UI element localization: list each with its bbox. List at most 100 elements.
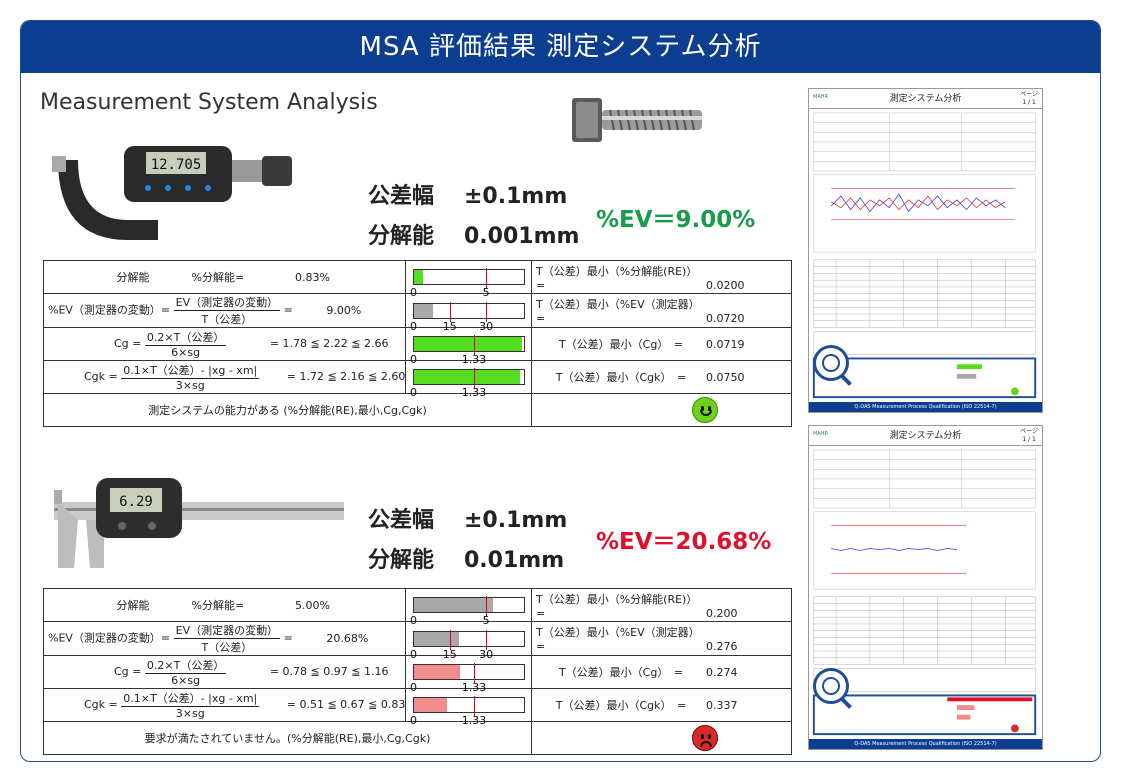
t-ev-label: T（公差）最小（%EV（測定器）= — [536, 298, 700, 325]
tick-label: 0 — [410, 353, 417, 366]
ev-fraction: EV（測定器の変動）T（公差） — [173, 296, 281, 326]
cg-bar: 0 1.33 — [410, 335, 525, 366]
ev-pct-value: 9.00% — [326, 303, 362, 317]
table-row: Cg = 0.2×T（公差）6×sg = 0.78 ≦ 0.97 ≦ 1.16 … — [43, 655, 792, 694]
page-title: MSA 評価結果 測定システム分析 — [21, 21, 1100, 73]
cg-range: = 1.78 ≦ 2.22 ≦ 2.66 — [269, 337, 389, 350]
t-res-value: 0.0200 — [706, 278, 745, 292]
happy-face-icon — [692, 397, 718, 423]
tick-label: 1.33 — [461, 714, 487, 727]
tolerance-value: ±0.1mm — [464, 184, 568, 209]
table-row: 要求が満たされていません。(%分解能(RE),最小,Cg,Cgk) — [43, 721, 792, 755]
conclusion-text: 要求が満たされていません。(%分解能(RE),最小,Cg,Cgk) — [144, 732, 431, 745]
cg-fraction: 0.2×T（公差）6×sg — [144, 331, 227, 359]
tolerance-value: ±0.1mm — [464, 508, 568, 533]
ev-bar-fill — [413, 303, 434, 318]
thumbnail-footer: Q-DAS Measurement Process Qualification … — [809, 402, 1042, 412]
ev-row-label: %EV（測定器の変動）= — [48, 303, 171, 317]
ev-bar-fill — [413, 631, 459, 646]
tolerance-label: 公差幅 — [368, 184, 435, 209]
brand-logo: MAHR — [813, 431, 828, 437]
t-cgk-label: T（公差）最小（Cgk） = — [555, 699, 687, 712]
limit-line — [486, 596, 488, 616]
t-cg-value: 0.0719 — [706, 338, 745, 351]
table-row: 分解能 %分解能= 0.83% 0 5 T（公差）最小（%分解能(RE)）=0.… — [43, 260, 792, 299]
thumbnail-footer: Q-DAS Measurement Process Qualification … — [809, 739, 1042, 749]
limit-line — [486, 268, 488, 288]
cg-bar-fill — [413, 337, 523, 351]
cgk-range: = 1.72 ≦ 2.16 ≦ 2.60 — [286, 370, 406, 383]
tick-label: 0 — [410, 386, 417, 399]
thumbnail-title: 測定システム分析 — [809, 89, 1042, 109]
pct-resolution-label: %分解能= — [191, 271, 245, 284]
cgk-bar: 0 1.33 — [410, 696, 525, 727]
tick-label: 1.33 — [461, 681, 487, 694]
limit-line — [486, 301, 488, 322]
magnifier-icon[interactable] — [813, 668, 849, 704]
micrometer-image: 12.705 — [52, 146, 292, 240]
results-table-2: 分解能 %分解能= 5.00% 0 5 T（公差）最小（%分解能(RE)）=0.… — [43, 588, 792, 755]
cg-bar: 0 1.33 — [410, 663, 525, 694]
cgk-range: = 0.51 ≦ 0.67 ≦ 0.83 — [286, 698, 406, 711]
thumbnail-body — [812, 449, 1037, 736]
tick-label: 1.33 — [461, 386, 487, 399]
table-row: Cgk = 0.1×T（公差）- |xg - xm|3×sg = 1.72 ≦ … — [43, 360, 792, 399]
t-cg-label: T（公差）最小（Cg） = — [558, 338, 684, 351]
cgk-fraction: 0.1×T（公差）- |xg - xm|3×sg — [121, 364, 260, 392]
cgk-symbol: Cgk = — [84, 370, 118, 383]
bolt-image — [572, 98, 702, 142]
t-res-label: T（公差）最小（%分解能(RE)）= — [536, 592, 698, 620]
results-table-1: 分解能 %分解能= 0.83% 0 5 T（公差）最小（%分解能(RE)）=0.… — [43, 260, 792, 427]
subtitle: Measurement System Analysis — [40, 90, 378, 115]
table-row: 分解能 %分解能= 5.00% 0 5 T（公差）最小（%分解能(RE)）=0.… — [43, 588, 792, 627]
resolution-bar: 0 5 — [410, 268, 525, 299]
cg-symbol: Cg = — [114, 665, 142, 678]
table-row: %EV（測定器の変動）= EV（測定器の変動）T（公差） = 9.00% 0 1… — [43, 293, 792, 333]
sad-face-icon — [692, 725, 718, 751]
limit-line — [449, 629, 451, 650]
resolution-bar-fill — [413, 598, 493, 612]
limit-line — [449, 301, 451, 322]
limit-line — [474, 368, 475, 388]
limit-line — [474, 663, 475, 683]
pct-resolution-value: 5.00% — [295, 599, 330, 612]
tick-label: 0 — [410, 286, 417, 299]
conclusion-text: 測定システムの能力がある (%分解能(RE),最小,Cg,Cgk) — [148, 404, 427, 417]
cg-symbol: Cg = — [114, 337, 142, 350]
ev-row-label: %EV（測定器の変動）= — [48, 631, 171, 645]
cg-bar-fill — [413, 665, 460, 679]
tick-label: 0 — [410, 319, 417, 333]
cgk-bar: 0 1.33 — [410, 368, 525, 399]
limit-line — [474, 696, 475, 716]
table-row: Cgk = 0.1×T（公差）- |xg - xm|3×sg = 0.51 ≦ … — [43, 688, 792, 727]
tick-label: 1.33 — [461, 353, 487, 366]
resolution-value: 0.01mm — [464, 548, 565, 573]
tick-label: 0 — [410, 714, 417, 727]
brand-logo: MAHR — [813, 94, 828, 100]
cg-fraction: 0.2×T（公差）6×sg — [144, 659, 227, 687]
tick-label: 0 — [410, 681, 417, 694]
pct-resolution-label: %分解能= — [191, 599, 245, 612]
pct-resolution-value: 0.83% — [295, 271, 330, 284]
t-ev-value: 0.0720 — [706, 312, 745, 325]
magnifier-icon[interactable] — [813, 345, 849, 381]
t-cgk-label: T（公差）最小（Cgk） = — [555, 371, 687, 384]
resolution-label: 分解能 — [368, 548, 435, 573]
cgk-symbol: Cgk = — [84, 698, 118, 711]
table-row: 測定システムの能力がある (%分解能(RE),最小,Cg,Cgk) — [43, 393, 792, 427]
cgk-bar-fill — [413, 370, 521, 384]
tick-label: 30 — [479, 319, 494, 333]
tick-label: 5 — [482, 286, 490, 299]
ev-fraction: EV（測定器の変動）T（公差） — [173, 624, 281, 654]
caliper-image: 6.29 — [54, 478, 344, 568]
t-ev-label: T（公差）最小（%EV（測定器）= — [536, 626, 700, 653]
ev-pct-value: 20.68% — [326, 631, 369, 645]
thumbnail-title: 測定システム分析 — [809, 426, 1042, 446]
table-row: Cg = 0.2×T（公差）6×sg = 1.78 ≦ 2.22 ≦ 2.66 … — [43, 327, 792, 366]
resolution-row-label: 分解能 — [116, 599, 150, 612]
limit-line — [486, 629, 488, 650]
ev-bar: 0 15 30 — [410, 629, 525, 661]
